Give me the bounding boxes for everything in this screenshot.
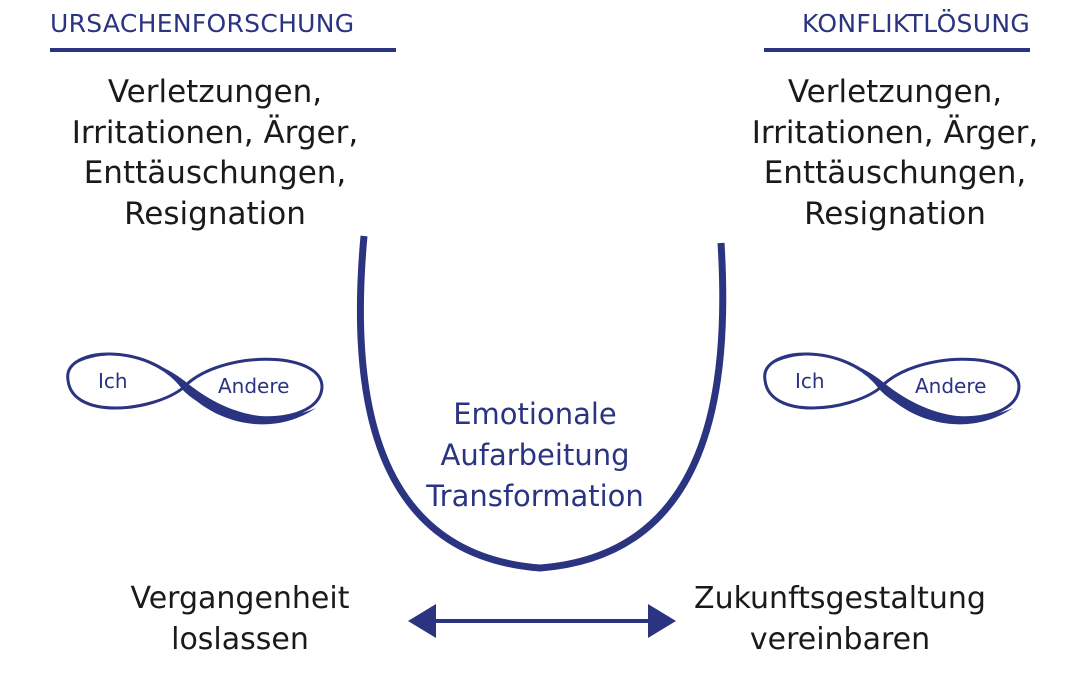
issue-line: Enttäuschungen, — [763, 155, 1027, 191]
issue-line: Resignation — [804, 195, 986, 232]
future-line: Zukunftsgestaltung — [694, 581, 986, 616]
center-line: Transformation — [426, 479, 644, 513]
past-line: Vergangenheit — [130, 581, 350, 616]
past-line: loslassen — [171, 622, 309, 657]
infinity-icon-right: Ich Andere — [763, 352, 1021, 425]
past-label: Vergangenheit loslassen — [90, 578, 390, 660]
infinity-label-self: Ich — [795, 369, 825, 393]
heading-root-cause: URSACHENFORSCHUNG — [50, 9, 355, 38]
infinity-label-other: Andere — [218, 374, 289, 398]
issue-line: Irritationen, Ärger, — [71, 114, 359, 151]
heading-underline-left — [50, 48, 396, 52]
issue-line: Verletzungen, — [787, 74, 1003, 110]
u-curve — [356, 235, 727, 572]
heading-conflict-resolution: KONFLIKTLÖSUNG — [802, 9, 1030, 38]
issue-line: Resignation — [124, 195, 306, 232]
issue-line: Enttäuschungen, — [83, 155, 347, 191]
infinity-label-self: Ich — [98, 369, 128, 393]
center-line: Emotionale — [453, 397, 617, 431]
center-line: Aufarbeitung — [440, 438, 630, 472]
issue-line: Verletzungen, — [107, 74, 323, 110]
infinity-label-other: Andere — [915, 374, 986, 398]
future-label: Zukunftsgestaltung vereinbaren — [660, 578, 1020, 660]
future-line: vereinbaren — [749, 622, 931, 657]
center-transformation-label: Emotionale Aufarbeitung Transformation — [380, 394, 690, 517]
issue-line: Irritationen, Ärger, — [751, 114, 1039, 151]
issues-list-left: Verletzungen, Irritationen, Ärger, Enttä… — [45, 72, 385, 234]
heading-underline-right — [764, 48, 1030, 52]
issues-list-right: Verletzungen, Irritationen, Ärger, Enttä… — [725, 72, 1065, 234]
double-arrow-icon — [408, 604, 676, 638]
infinity-icon-left: Ich Andere — [66, 352, 324, 425]
